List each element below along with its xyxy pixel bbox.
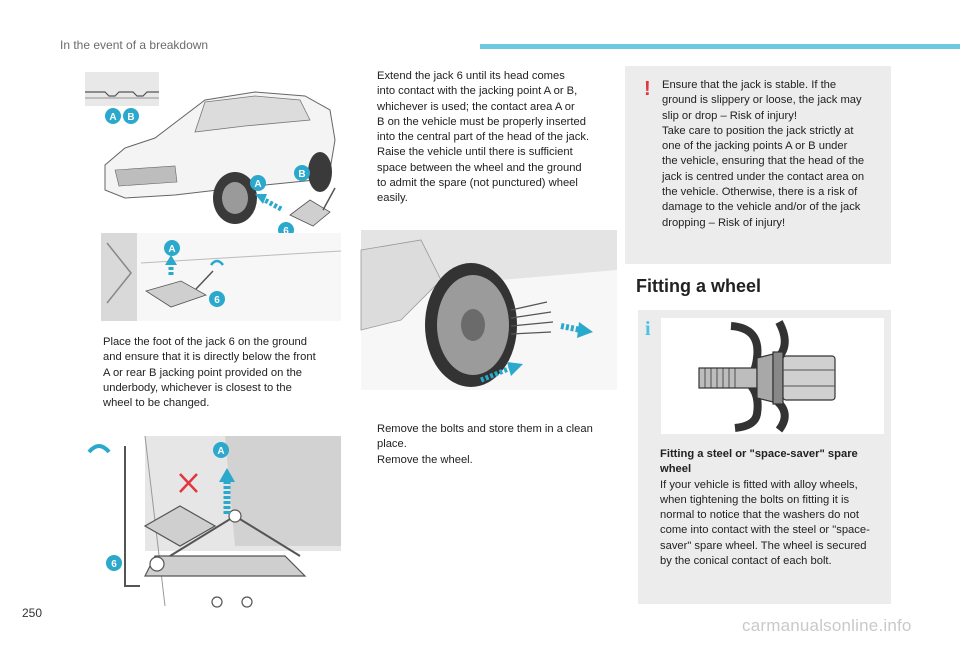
section-header: In the event of a breakdown bbox=[60, 38, 209, 52]
figure-bolt-washer bbox=[661, 318, 884, 434]
warning-text: Ensure that the jack is stable. If the g… bbox=[662, 79, 865, 229]
footer-watermark: carmanualsonline.info bbox=[742, 616, 912, 635]
label-a: A bbox=[254, 179, 261, 190]
warning-box bbox=[625, 66, 891, 264]
label-b: B bbox=[298, 169, 305, 180]
info-icon: i bbox=[645, 318, 651, 340]
instruction-extend-jack: Extend the jack 6 until its head comes i… bbox=[377, 70, 590, 205]
figure-jack-under-front: A 6 bbox=[101, 233, 342, 321]
info-text: Fitting a steel or "space-saver" spare w… bbox=[660, 448, 870, 568]
label-a: A bbox=[109, 112, 116, 123]
figure-wheel-removal bbox=[360, 230, 617, 390]
label-b: B bbox=[127, 112, 134, 123]
label-a: A bbox=[217, 446, 224, 457]
section-title: Fitting a wheel bbox=[636, 276, 762, 296]
header-accent-bar bbox=[480, 44, 960, 49]
instruction-remove-bolts: Remove the bolts and store them in a cle… bbox=[377, 423, 593, 466]
page-number: 250 bbox=[22, 606, 43, 620]
figure-jack-detail: A 6 bbox=[87, 435, 341, 608]
instruction-place-jack: Place the foot of the jack 6 on the grou… bbox=[103, 336, 316, 410]
label-6: 6 bbox=[111, 559, 117, 570]
label-6: 6 bbox=[283, 226, 289, 237]
label-a: A bbox=[168, 244, 175, 255]
warning-icon: ! bbox=[644, 78, 651, 100]
figure-suv-jacking-points: A B A B 6 bbox=[85, 72, 336, 238]
label-6: 6 bbox=[214, 295, 220, 306]
